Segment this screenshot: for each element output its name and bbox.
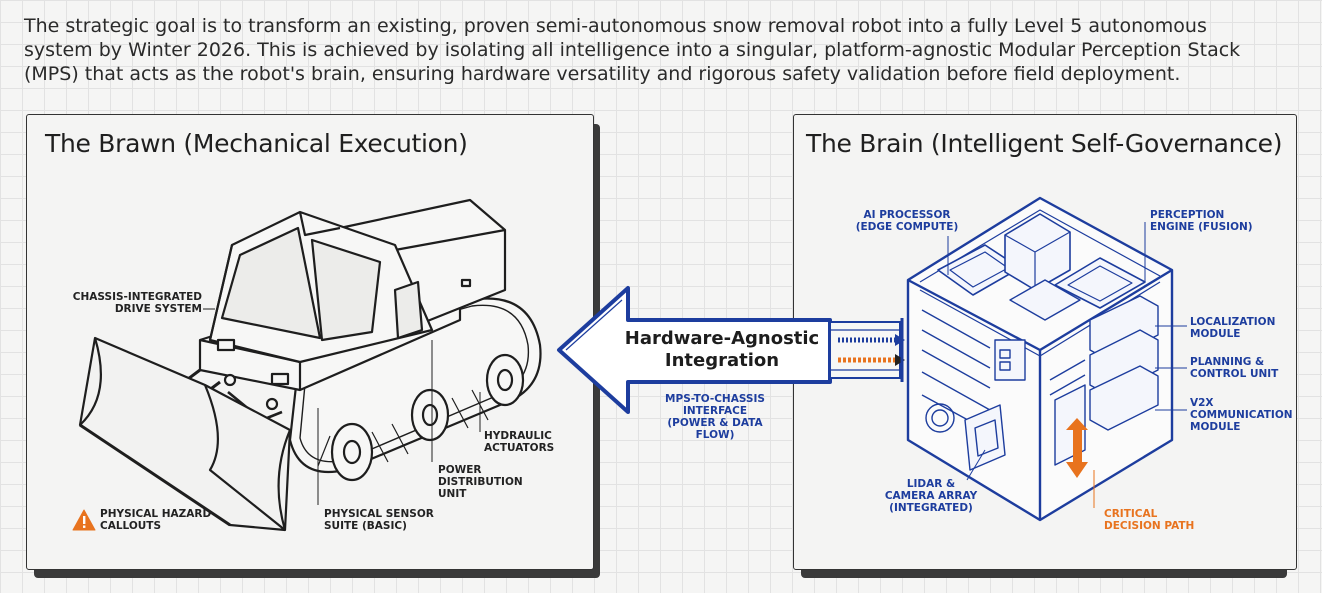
- interface-label: MPS-TO-CHASSIS INTERFACE (POWER & DATA F…: [665, 393, 765, 441]
- callout-lidar-camera: LiDAR & CAMERA ARRAY (INTEGRATED): [884, 478, 978, 514]
- callout-v2x: V2X COMMUNICATION MODULE: [1190, 397, 1293, 433]
- callout-power-distribution: POWER DISTRIBUTION UNIT: [438, 464, 523, 500]
- brain-panel-title: The Brain (Intelligent Self-Governance): [806, 129, 1283, 158]
- intro-paragraph: The strategic goal is to transform an ex…: [24, 15, 1241, 85]
- callout-ai-processor: AI PROCESSOR (EDGE COMPUTE): [855, 209, 959, 233]
- data-flow-bus: [829, 318, 905, 382]
- integration-arrow-label: Hardware-Agnostic Integration: [624, 328, 820, 371]
- brain-callout-leaders: [947, 222, 1187, 508]
- callout-drive-system: CHASSIS-INTEGRATED DRIVE SYSTEM: [72, 291, 202, 315]
- brawn-panel-title: The Brawn (Mechanical Execution): [45, 129, 468, 158]
- callout-hydraulic-actuators: HYDRAULIC ACTUATORS: [484, 430, 555, 454]
- tracked-plow-robot-illustration: [78, 198, 542, 532]
- critical-path-arrow: [1066, 418, 1088, 478]
- callout-critical-path: CRITICAL DECISION PATH: [1104, 508, 1195, 532]
- mps-cube-illustration: [906, 196, 1174, 522]
- callout-planning-control: PLANNING & CONTROL UNIT: [1190, 356, 1279, 380]
- callout-perception-engine: PERCEPTION ENGINE (FUSION): [1150, 209, 1253, 233]
- brawn-callout-leaders: [203, 308, 481, 505]
- callout-sensor-suite: PHYSICAL SENSOR SUITE (BASIC): [324, 508, 434, 532]
- warning-triangle-icon: [72, 509, 96, 531]
- callout-localization: LOCALIZATION MODULE: [1190, 316, 1276, 340]
- callout-hazard: PHYSICAL HAZARD CALLOUTS: [100, 508, 212, 532]
